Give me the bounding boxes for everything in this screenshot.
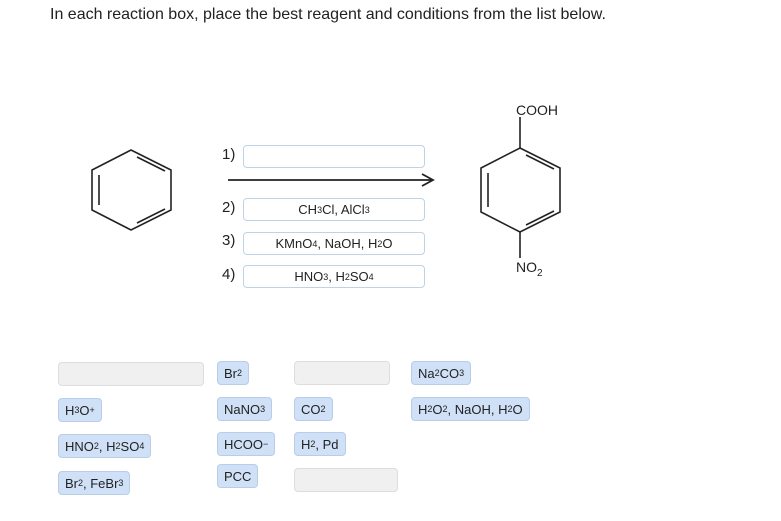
reagent-slot-empty[interactable]	[294, 361, 390, 385]
step-4-number: 4)	[222, 266, 236, 283]
benzene-structure	[91, 149, 172, 231]
step-3-number: 3)	[222, 232, 236, 249]
cooh-label: COOH	[516, 102, 558, 118]
no2-label: NO2	[516, 259, 543, 279]
reagent-slot-empty[interactable]	[294, 468, 398, 492]
product-structure	[480, 117, 561, 258]
reagent-formate[interactable]: HCOO−	[217, 432, 276, 456]
reagent-slot-empty[interactable]	[58, 362, 204, 386]
step-1-drop-box[interactable]	[243, 145, 425, 168]
instruction-text: In each reaction box, place the best rea…	[50, 6, 606, 23]
step-1-number: 1)	[222, 146, 236, 163]
reagent-pcc[interactable]: PCC	[217, 464, 259, 488]
reaction-arrow	[228, 173, 435, 187]
step-2-number: 2)	[222, 199, 236, 216]
